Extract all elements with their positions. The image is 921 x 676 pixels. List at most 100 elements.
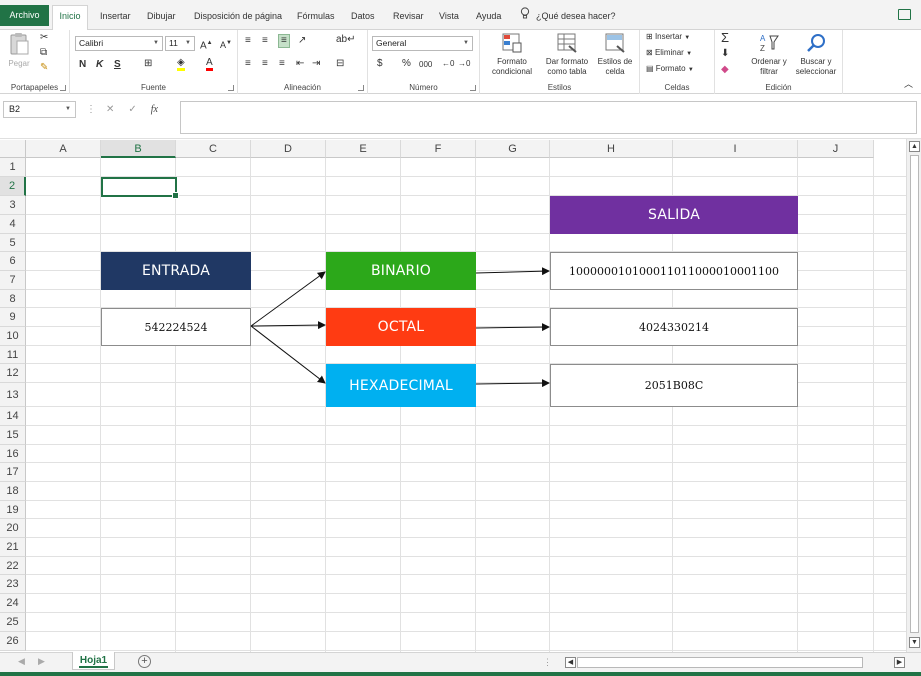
horizontal-scroll-thumb[interactable] [577, 657, 863, 668]
row-header-23[interactable]: 23 [0, 575, 26, 594]
conditional-formatting-button[interactable]: Formato condicional [484, 32, 540, 77]
row-header-20[interactable]: 20 [0, 519, 26, 538]
clear-icon[interactable]: ◆ [721, 64, 729, 75]
find-select-button[interactable]: Buscar y seleccionar [791, 32, 841, 77]
tab-file[interactable]: Archivo [0, 5, 49, 26]
fill-icon[interactable]: ⬇ [721, 48, 730, 59]
column-header-c[interactable]: C [176, 140, 251, 158]
add-sheet-icon[interactable]: + [138, 655, 151, 668]
row-header-2[interactable]: 2 [0, 177, 26, 196]
horizontal-scrollbar[interactable]: ◀ ▶ [565, 656, 905, 669]
scroll-right-icon[interactable]: ▶ [894, 657, 905, 668]
insert-cells-button[interactable]: ⊞ Insertar ▼ [646, 32, 690, 43]
row-header-5[interactable]: 5 [0, 234, 26, 252]
row-header-15[interactable]: 15 [0, 426, 26, 445]
thousands-separator-button[interactable]: 000 [419, 60, 433, 69]
wrap-text-icon[interactable]: ab↵ [336, 34, 356, 45]
row-header-17[interactable]: 17 [0, 463, 26, 482]
decrease-decimal-icon[interactable]: →0 [458, 59, 471, 68]
merge-center-icon[interactable]: ⊟ [336, 58, 345, 69]
octal-result-box[interactable]: 4024330214 [550, 308, 798, 346]
cancel-icon[interactable]: ✕ [106, 104, 115, 115]
align-center-icon[interactable]: ≡ [262, 58, 268, 69]
entrada-box[interactable]: ENTRADA [101, 252, 251, 290]
collapse-ribbon-icon[interactable]: ︿ [904, 79, 914, 89]
row-header-6[interactable]: 6 [0, 252, 26, 271]
tab-data[interactable]: Datos [351, 11, 375, 21]
autosum-icon[interactable]: Σ [721, 30, 730, 45]
alignment-launcher-icon[interactable] [358, 85, 364, 91]
vertical-scrollbar[interactable]: ▲ ▼ [906, 139, 921, 652]
paste-button[interactable]: Pegar [5, 32, 33, 69]
row-header-13[interactable]: 13 [0, 383, 26, 407]
comments-icon[interactable] [898, 9, 911, 20]
scroll-left-icon[interactable]: ◀ [565, 657, 576, 668]
bold-button[interactable]: N [79, 59, 87, 70]
enter-icon[interactable]: ✓ [128, 104, 137, 115]
row-header-21[interactable]: 21 [0, 538, 26, 557]
column-header-i[interactable]: I [673, 140, 798, 158]
align-bottom-icon[interactable]: ≡ [278, 34, 290, 48]
scroll-down-icon[interactable]: ▼ [909, 637, 920, 648]
row-header-19[interactable]: 19 [0, 501, 26, 519]
font-name-combo[interactable]: Calibri▼ [75, 36, 163, 51]
tab-page-layout[interactable]: Disposición de página [194, 11, 283, 21]
row-header-7[interactable]: 7 [0, 271, 26, 290]
format-cells-button[interactable]: ▤ Formato ▼ [646, 64, 694, 75]
row-header-24[interactable]: 24 [0, 594, 26, 613]
row-header-9[interactable]: 9 [0, 308, 26, 327]
accounting-format-button[interactable]: $ [377, 58, 383, 69]
increase-indent-icon[interactable]: ⇥ [312, 58, 321, 69]
decrease-font-icon[interactable]: A▼ [220, 40, 232, 50]
row-header-16[interactable]: 16 [0, 445, 26, 463]
column-header-h[interactable]: H [550, 140, 673, 158]
tab-view[interactable]: Vista [439, 11, 459, 21]
active-cell-b2[interactable] [101, 177, 179, 199]
tab-insert[interactable]: Insertar [100, 11, 131, 21]
row-header-18[interactable]: 18 [0, 482, 26, 501]
font-launcher-icon[interactable] [228, 85, 234, 91]
row-header-8[interactable]: 8 [0, 290, 26, 308]
row-header-3[interactable]: 3 [0, 196, 26, 215]
align-top-icon[interactable]: ≡ [245, 35, 251, 46]
column-header-j[interactable]: J [798, 140, 874, 158]
row-header-26[interactable]: 26 [0, 632, 26, 651]
cell-styles-button[interactable]: Estilos de celda [594, 32, 636, 77]
increase-decimal-icon[interactable]: ←0 [442, 59, 455, 68]
tab-draw[interactable]: Dibujar [147, 11, 176, 21]
column-header-g[interactable]: G [476, 140, 550, 158]
name-box[interactable]: B2▼ [3, 101, 76, 118]
tab-formulas[interactable]: Fórmulas [297, 11, 335, 21]
vertical-scroll-thumb[interactable] [910, 155, 919, 633]
sheet-tab-hoja1[interactable]: Hoja1 [72, 652, 115, 670]
tab-split-icon[interactable]: ⋮ [543, 657, 552, 667]
scroll-up-icon[interactable]: ▲ [909, 141, 920, 152]
row-header-12[interactable]: 12 [0, 364, 26, 383]
column-header-d[interactable]: D [251, 140, 326, 158]
cut-icon[interactable]: ✂ [40, 32, 49, 43]
fill-color-icon[interactable]: ◈ [177, 58, 185, 71]
decrease-indent-icon[interactable]: ⇤ [296, 58, 305, 69]
row-header-25[interactable]: 25 [0, 613, 26, 632]
tab-review[interactable]: Revisar [393, 11, 424, 21]
tab-help[interactable]: Ayuda [476, 11, 502, 21]
row-header-10[interactable]: 10 [0, 327, 26, 346]
column-header-e[interactable]: E [326, 140, 401, 158]
format-painter-icon[interactable]: ✎ [40, 62, 49, 73]
align-left-icon[interactable]: ≡ [245, 58, 251, 69]
next-sheet-icon[interactable]: ▶ [38, 656, 45, 666]
format-as-table-button[interactable]: Dar formato como tabla [542, 32, 592, 77]
number-format-combo[interactable]: General▼ [372, 36, 473, 51]
align-middle-icon[interactable]: ≡ [262, 35, 268, 46]
italic-button[interactable]: K [96, 59, 104, 70]
binario-box[interactable]: BINARIO [326, 252, 476, 290]
row-header-11[interactable]: 11 [0, 346, 26, 364]
binary-result-box[interactable]: 100000010100011011000010001100 [550, 252, 798, 290]
increase-font-icon[interactable]: A▲ [200, 40, 213, 52]
input-value-box[interactable]: 542224524 [101, 308, 251, 346]
align-right-icon[interactable]: ≡ [279, 58, 285, 69]
row-header-4[interactable]: 4 [0, 215, 26, 234]
octal-box[interactable]: OCTAL [326, 308, 476, 346]
